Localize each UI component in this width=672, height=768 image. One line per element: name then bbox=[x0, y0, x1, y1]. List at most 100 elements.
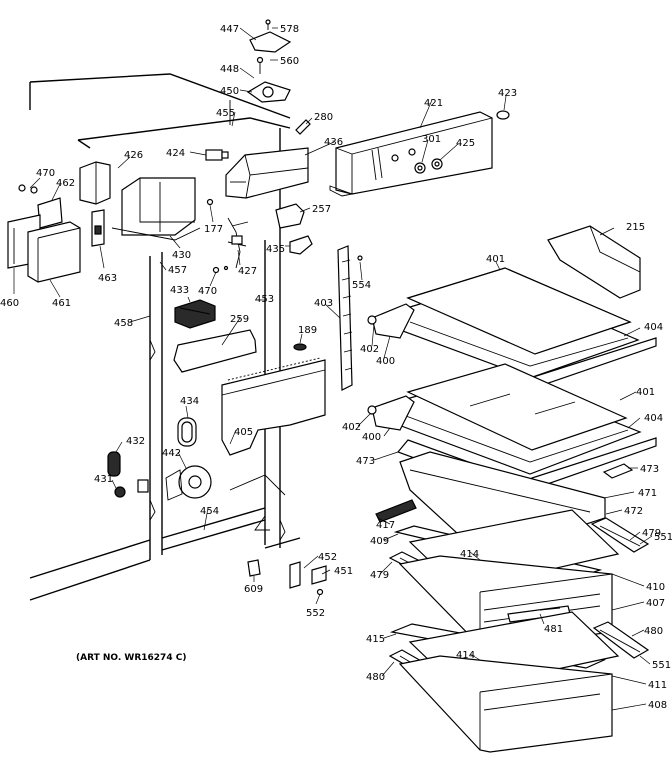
shelf-glass-401-upper-top bbox=[406, 267, 632, 355]
label-432: 432 bbox=[126, 436, 145, 447]
leader-lines bbox=[13, 27, 653, 711]
label-405: 405 bbox=[234, 427, 253, 438]
label-400b: 400 bbox=[362, 432, 381, 443]
part-463 bbox=[91, 209, 105, 247]
bracket-426 bbox=[79, 161, 111, 205]
label-401b: 401 bbox=[636, 387, 655, 398]
label-430: 430 bbox=[172, 250, 191, 261]
label-480b: 480 bbox=[366, 672, 385, 683]
drawer-rail-417 bbox=[375, 499, 417, 523]
label-453: 453 bbox=[255, 294, 274, 305]
screw-554 bbox=[357, 255, 363, 261]
spring-432 bbox=[107, 451, 121, 477]
label-259: 259 bbox=[230, 314, 249, 325]
label-301: 301 bbox=[422, 134, 441, 145]
label-472: 472 bbox=[624, 506, 643, 517]
cover-259 bbox=[173, 329, 257, 373]
label-408: 408 bbox=[648, 700, 667, 711]
label-435: 435 bbox=[266, 244, 285, 255]
label-257: 257 bbox=[312, 204, 331, 215]
label-434: 434 bbox=[180, 396, 199, 407]
label-426: 426 bbox=[124, 150, 143, 161]
gasket-434 bbox=[177, 417, 197, 447]
knob-431 bbox=[114, 479, 149, 498]
label-460: 460 bbox=[0, 298, 19, 309]
label-409: 409 bbox=[370, 536, 389, 547]
label-609: 609 bbox=[244, 584, 263, 595]
label-404a: 404 bbox=[644, 322, 663, 333]
switch-424 bbox=[205, 149, 229, 161]
label-436: 436 bbox=[324, 137, 343, 148]
label-425: 425 bbox=[456, 138, 475, 149]
top-cover-447 bbox=[249, 19, 292, 53]
light-lens-423 bbox=[496, 110, 510, 120]
label-402a: 402 bbox=[360, 344, 379, 355]
label-457: 457 bbox=[168, 265, 187, 276]
label-455: 455 bbox=[216, 108, 235, 119]
clip-189 bbox=[293, 343, 307, 351]
drawer-slide-480-right bbox=[592, 621, 650, 659]
knob-301 bbox=[414, 162, 426, 174]
label-417: 417 bbox=[376, 520, 395, 531]
crisper-drawer-408 bbox=[398, 655, 613, 753]
control-panel-421 bbox=[329, 111, 493, 197]
label-551b: 551 bbox=[652, 660, 671, 671]
label-450: 450 bbox=[220, 86, 239, 97]
label-461: 461 bbox=[52, 298, 71, 309]
label-442: 442 bbox=[162, 448, 181, 459]
label-433: 433 bbox=[170, 285, 189, 296]
shelf-bracket-400-lower bbox=[367, 395, 415, 431]
refrigerator-cabinet bbox=[29, 73, 301, 601]
bin-support-473 bbox=[602, 463, 634, 479]
label-427: 427 bbox=[238, 266, 257, 277]
label-414b: 414 bbox=[456, 650, 475, 661]
label-414a: 414 bbox=[460, 549, 479, 560]
screw-552 bbox=[316, 588, 324, 596]
knob-425 bbox=[431, 158, 443, 170]
damper-442 bbox=[165, 465, 212, 501]
label-462: 462 bbox=[56, 178, 75, 189]
label-479b: 479 bbox=[370, 570, 389, 581]
label-177: 177 bbox=[204, 224, 223, 235]
label-473b: 473 bbox=[640, 464, 659, 475]
label-470a: 470 bbox=[36, 168, 55, 179]
label-403: 403 bbox=[314, 298, 333, 309]
fan-housing-430 bbox=[111, 177, 201, 241]
label-415: 415 bbox=[366, 634, 385, 645]
label-407: 407 bbox=[646, 598, 665, 609]
label-424: 424 bbox=[166, 148, 185, 159]
label-454: 454 bbox=[200, 506, 219, 517]
shelf-glass-401-lower bbox=[406, 363, 628, 451]
label-471: 471 bbox=[638, 488, 657, 499]
sensor-257 bbox=[275, 203, 305, 229]
screw-470b bbox=[212, 265, 229, 274]
drawer-slide-479-right bbox=[590, 517, 650, 553]
label-404b: 404 bbox=[644, 413, 663, 424]
label-448: 448 bbox=[220, 64, 239, 75]
label-479a: 479 bbox=[642, 528, 661, 539]
light-socket-435 bbox=[289, 235, 313, 255]
label-411: 411 bbox=[648, 680, 667, 691]
label-402b: 402 bbox=[342, 422, 361, 433]
label-215: 215 bbox=[626, 222, 645, 233]
label-447: 447 bbox=[220, 24, 239, 35]
shelf-bracket-400-upper bbox=[367, 303, 415, 339]
label-451: 451 bbox=[334, 566, 353, 577]
screw-177 bbox=[206, 198, 214, 206]
label-470b: 470 bbox=[198, 286, 217, 297]
label-280: 280 bbox=[314, 112, 333, 123]
screw-470 bbox=[18, 184, 38, 194]
label-452: 452 bbox=[318, 552, 337, 563]
label-458: 458 bbox=[114, 318, 133, 329]
control-housing-436 bbox=[225, 147, 309, 199]
label-189: 189 bbox=[298, 325, 317, 336]
label-552: 552 bbox=[306, 608, 325, 619]
shelf-ladder-403 bbox=[337, 245, 353, 391]
label-463: 463 bbox=[98, 273, 117, 284]
label-578: 578 bbox=[280, 24, 299, 35]
label-551a: 551 bbox=[654, 532, 672, 543]
label-400a: 400 bbox=[376, 356, 395, 367]
damper-448-450 bbox=[246, 56, 291, 103]
art-number-caption: (ART NO. WR16274 C) bbox=[76, 653, 186, 663]
